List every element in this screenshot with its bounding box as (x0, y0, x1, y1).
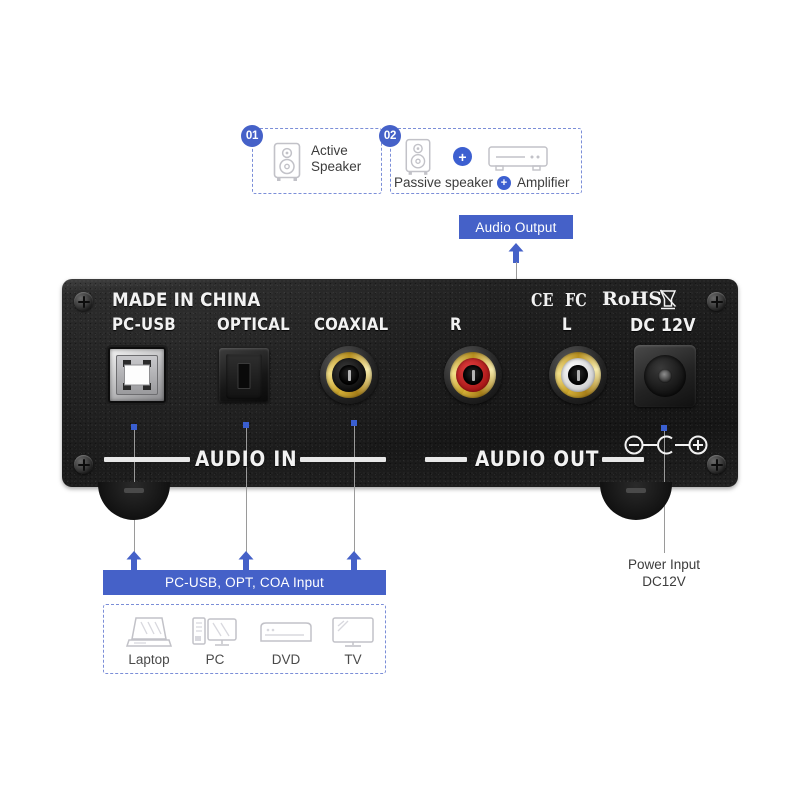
usb-b-port[interactable] (108, 347, 166, 403)
rca-gold-ring (450, 352, 496, 398)
screw-top-right (707, 292, 726, 311)
usb-pin (123, 360, 131, 367)
laptop-icon (121, 615, 177, 649)
cert-rohs-mark: RoHS (602, 288, 663, 310)
section-label-audio-in: AUDIO IN (195, 447, 298, 471)
screw-bottom-left (74, 455, 93, 474)
made-in-china-text: MADE IN CHINA (112, 289, 261, 311)
source-item-dvd: DVD (254, 615, 318, 667)
arrow-up-usb (126, 551, 142, 571)
source-item-tv: TV (326, 615, 380, 667)
plus-badge-small: + (497, 176, 511, 190)
cert-fcc-mark: FC (565, 290, 587, 311)
option-box-2-speaker-label: Passive speaker (394, 175, 494, 190)
chassis-foot-right (600, 482, 672, 520)
port-label-dc: DC 12V (630, 315, 696, 336)
rca-pin (471, 369, 475, 381)
port-label-optical: OPTICAL (217, 315, 290, 335)
source-label-tv: TV (344, 652, 362, 667)
port-label-right: R (450, 315, 462, 335)
option-badge-02: 02 (379, 125, 401, 147)
chassis-foot-left (98, 482, 170, 520)
port-label-left: L (562, 315, 572, 335)
rca-hole (568, 365, 588, 385)
leader-line-coaxial (353, 426, 355, 552)
option-box-passive-speaker-amplifier: + Passive speaker + Amplifier (390, 128, 582, 194)
port-label-usb: PC-USB (112, 315, 176, 335)
option-box-2-amp-label: Amplifier (517, 175, 570, 190)
optical-slot (237, 363, 251, 389)
foot-nub (626, 488, 646, 493)
dc-polarity-icon (623, 433, 709, 462)
rca-pin (347, 369, 351, 381)
usb-pin (143, 360, 151, 367)
rule-audio-out-right (602, 457, 644, 462)
leader-line-optical (245, 428, 247, 552)
usb-pin (123, 383, 131, 390)
usb-pin (143, 383, 151, 390)
rca-hole (463, 365, 483, 385)
usb-tab (125, 365, 149, 385)
callout-input-sources: PC-USB, OPT, COA Input (103, 570, 386, 595)
option-box-1-label: Active Speaker (311, 143, 362, 174)
optical-door (226, 354, 262, 399)
arrow-up-audio-output (508, 243, 524, 263)
screw-top-left (74, 292, 93, 311)
source-devices-box: Laptop PC (103, 604, 386, 674)
rca-output-left[interactable] (549, 346, 607, 404)
source-label-pc: PC (205, 652, 225, 667)
rca-collar (332, 358, 366, 392)
tv-icon (326, 615, 380, 649)
speaker-icon (271, 141, 303, 188)
rca-gold-ring (555, 352, 601, 398)
source-item-laptop: Laptop (121, 615, 177, 667)
option-box-active-speaker: Active Speaker (252, 128, 382, 194)
source-label-laptop: Laptop (128, 652, 170, 667)
rca-pin (576, 369, 580, 381)
rca-hole (339, 365, 359, 385)
rca-gold-ring (326, 352, 372, 398)
rca-collar-red (456, 358, 490, 392)
dc-center-pin (658, 369, 672, 383)
rca-output-right[interactable] (444, 346, 502, 404)
arrow-up-coaxial (346, 551, 362, 571)
callout-audio-output: Audio Output (459, 215, 573, 239)
screw-bottom-right (707, 455, 726, 474)
plus-badge-large: + (453, 147, 472, 166)
rule-audio-out-left (425, 457, 467, 462)
rca-collar-white (561, 358, 595, 392)
cert-ce-mark: CE (531, 290, 554, 311)
foot-nub (124, 488, 144, 493)
source-item-pc: PC (187, 615, 243, 667)
amplifier-rear-panel: MADE IN CHINA CE FC RoHS PC-USB OPTICAL … (62, 279, 738, 487)
port-label-coaxial: COAXIAL (314, 315, 389, 335)
dc-power-jack[interactable] (634, 345, 696, 407)
leader-dot-power (661, 425, 667, 431)
coaxial-rca-port[interactable] (320, 346, 378, 404)
amplifier-icon (487, 144, 549, 179)
speaker-icon (403, 137, 433, 182)
option-badge-01: 01 (241, 125, 263, 147)
weee-bin-icon (658, 288, 678, 315)
desktop-pc-icon (187, 615, 243, 649)
dc-barrel (644, 355, 686, 397)
leader-dot-optical (243, 422, 249, 428)
source-label-dvd: DVD (271, 652, 301, 667)
leader-dot-usb (131, 424, 137, 430)
power-input-label: Power Input DC12V (627, 557, 701, 589)
rule-audio-in-left (104, 457, 190, 462)
leader-dot-coaxial (351, 420, 357, 426)
section-label-audio-out: AUDIO OUT (475, 447, 600, 471)
optical-toslink-port[interactable] (219, 348, 269, 402)
rule-audio-in-right (300, 457, 386, 462)
usb-b-inner (116, 355, 158, 395)
arrow-up-optical (238, 551, 254, 571)
dvd-player-icon (254, 615, 318, 649)
